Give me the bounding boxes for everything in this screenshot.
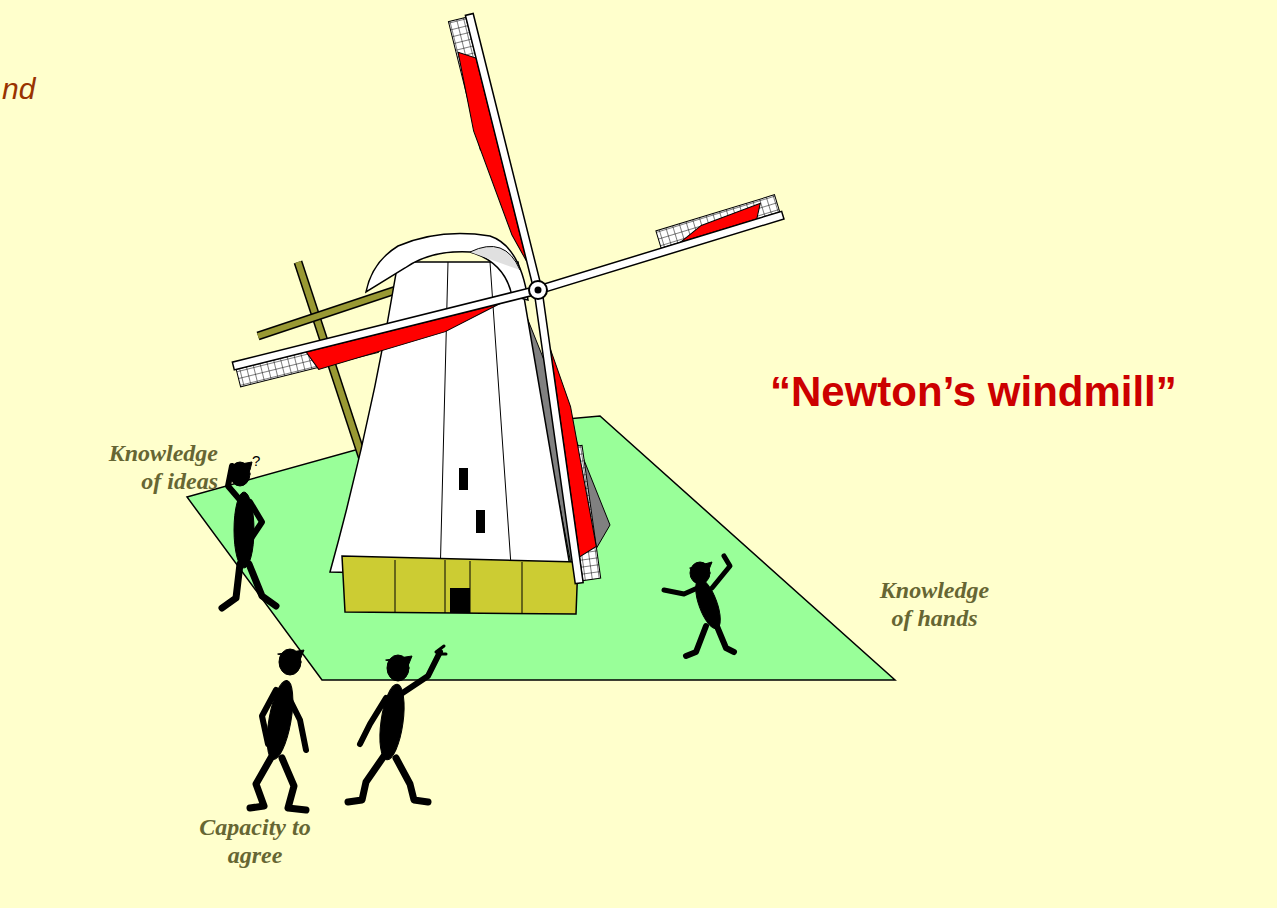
- diagram-title: “Newton’s windmill”: [770, 368, 1177, 416]
- corner-label: Knowledge of hands: [872, 577, 997, 632]
- waving-figure: [348, 646, 446, 802]
- mill-base: [342, 556, 578, 614]
- mill-window: [476, 510, 485, 533]
- mill-window: [459, 468, 468, 490]
- thinking-figure: [222, 462, 276, 608]
- base-seams: [395, 560, 522, 614]
- corner-label: Capacity to agree: [180, 814, 330, 869]
- cut-off-text: nd: [2, 72, 35, 106]
- mill-door: [450, 588, 470, 613]
- mill-cap: [366, 234, 528, 300]
- question-mark: ?: [252, 452, 260, 469]
- working-figure: [664, 556, 734, 656]
- cap-detail: [470, 246, 520, 270]
- corner-label: Knowledge of ideas: [93, 440, 218, 495]
- standing-figure: [250, 649, 306, 810]
- mill-sails: [232, 13, 784, 583]
